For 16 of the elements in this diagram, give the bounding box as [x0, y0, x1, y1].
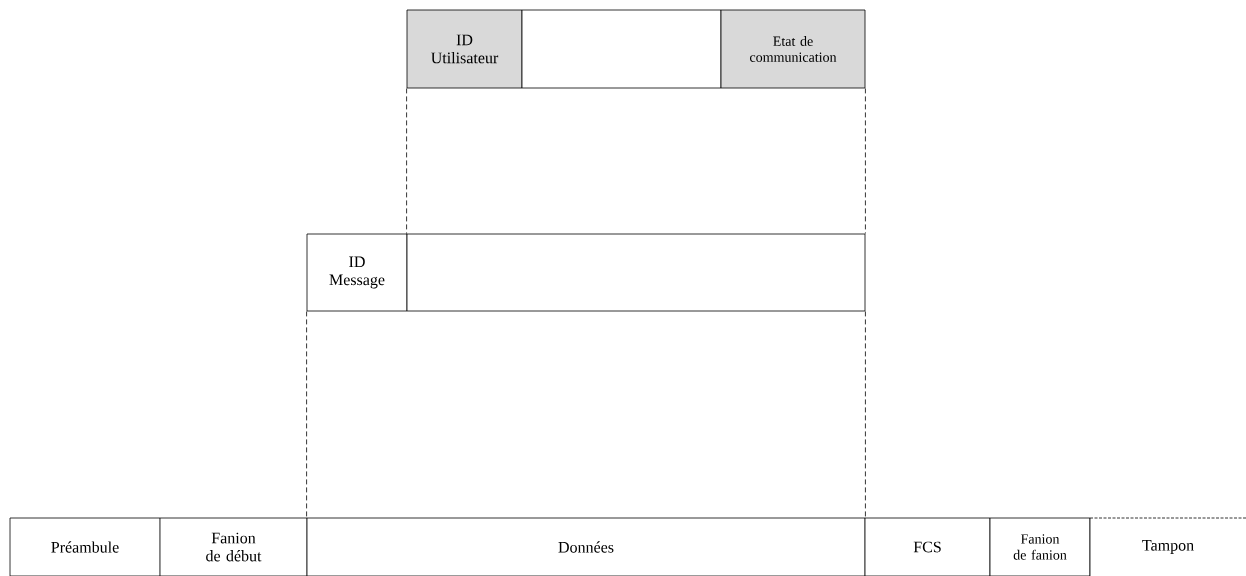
expansion-line	[865, 311, 866, 518]
field-cell: ID Message	[306, 233, 408, 312]
node-label: Données	[558, 541, 614, 553]
field-cell: Fanion de début	[159, 517, 308, 576]
field-cell: ID Utilisateur	[406, 9, 523, 89]
field-cell: Tampon	[1089, 517, 1246, 576]
expansion-line	[406, 88, 407, 234]
expansion-line	[865, 88, 866, 234]
field-cell: Etat de communication	[720, 9, 866, 89]
node-label: Fanion de début	[206, 532, 262, 562]
expansion-line	[306, 311, 307, 518]
field-cell: Préambule	[9, 517, 161, 576]
field-cell: FCS	[864, 517, 991, 576]
field-cell: Fanion de fanion	[989, 517, 1091, 576]
node-label: FCS	[913, 541, 941, 553]
node-label: Fanion de fanion	[1013, 534, 1067, 560]
